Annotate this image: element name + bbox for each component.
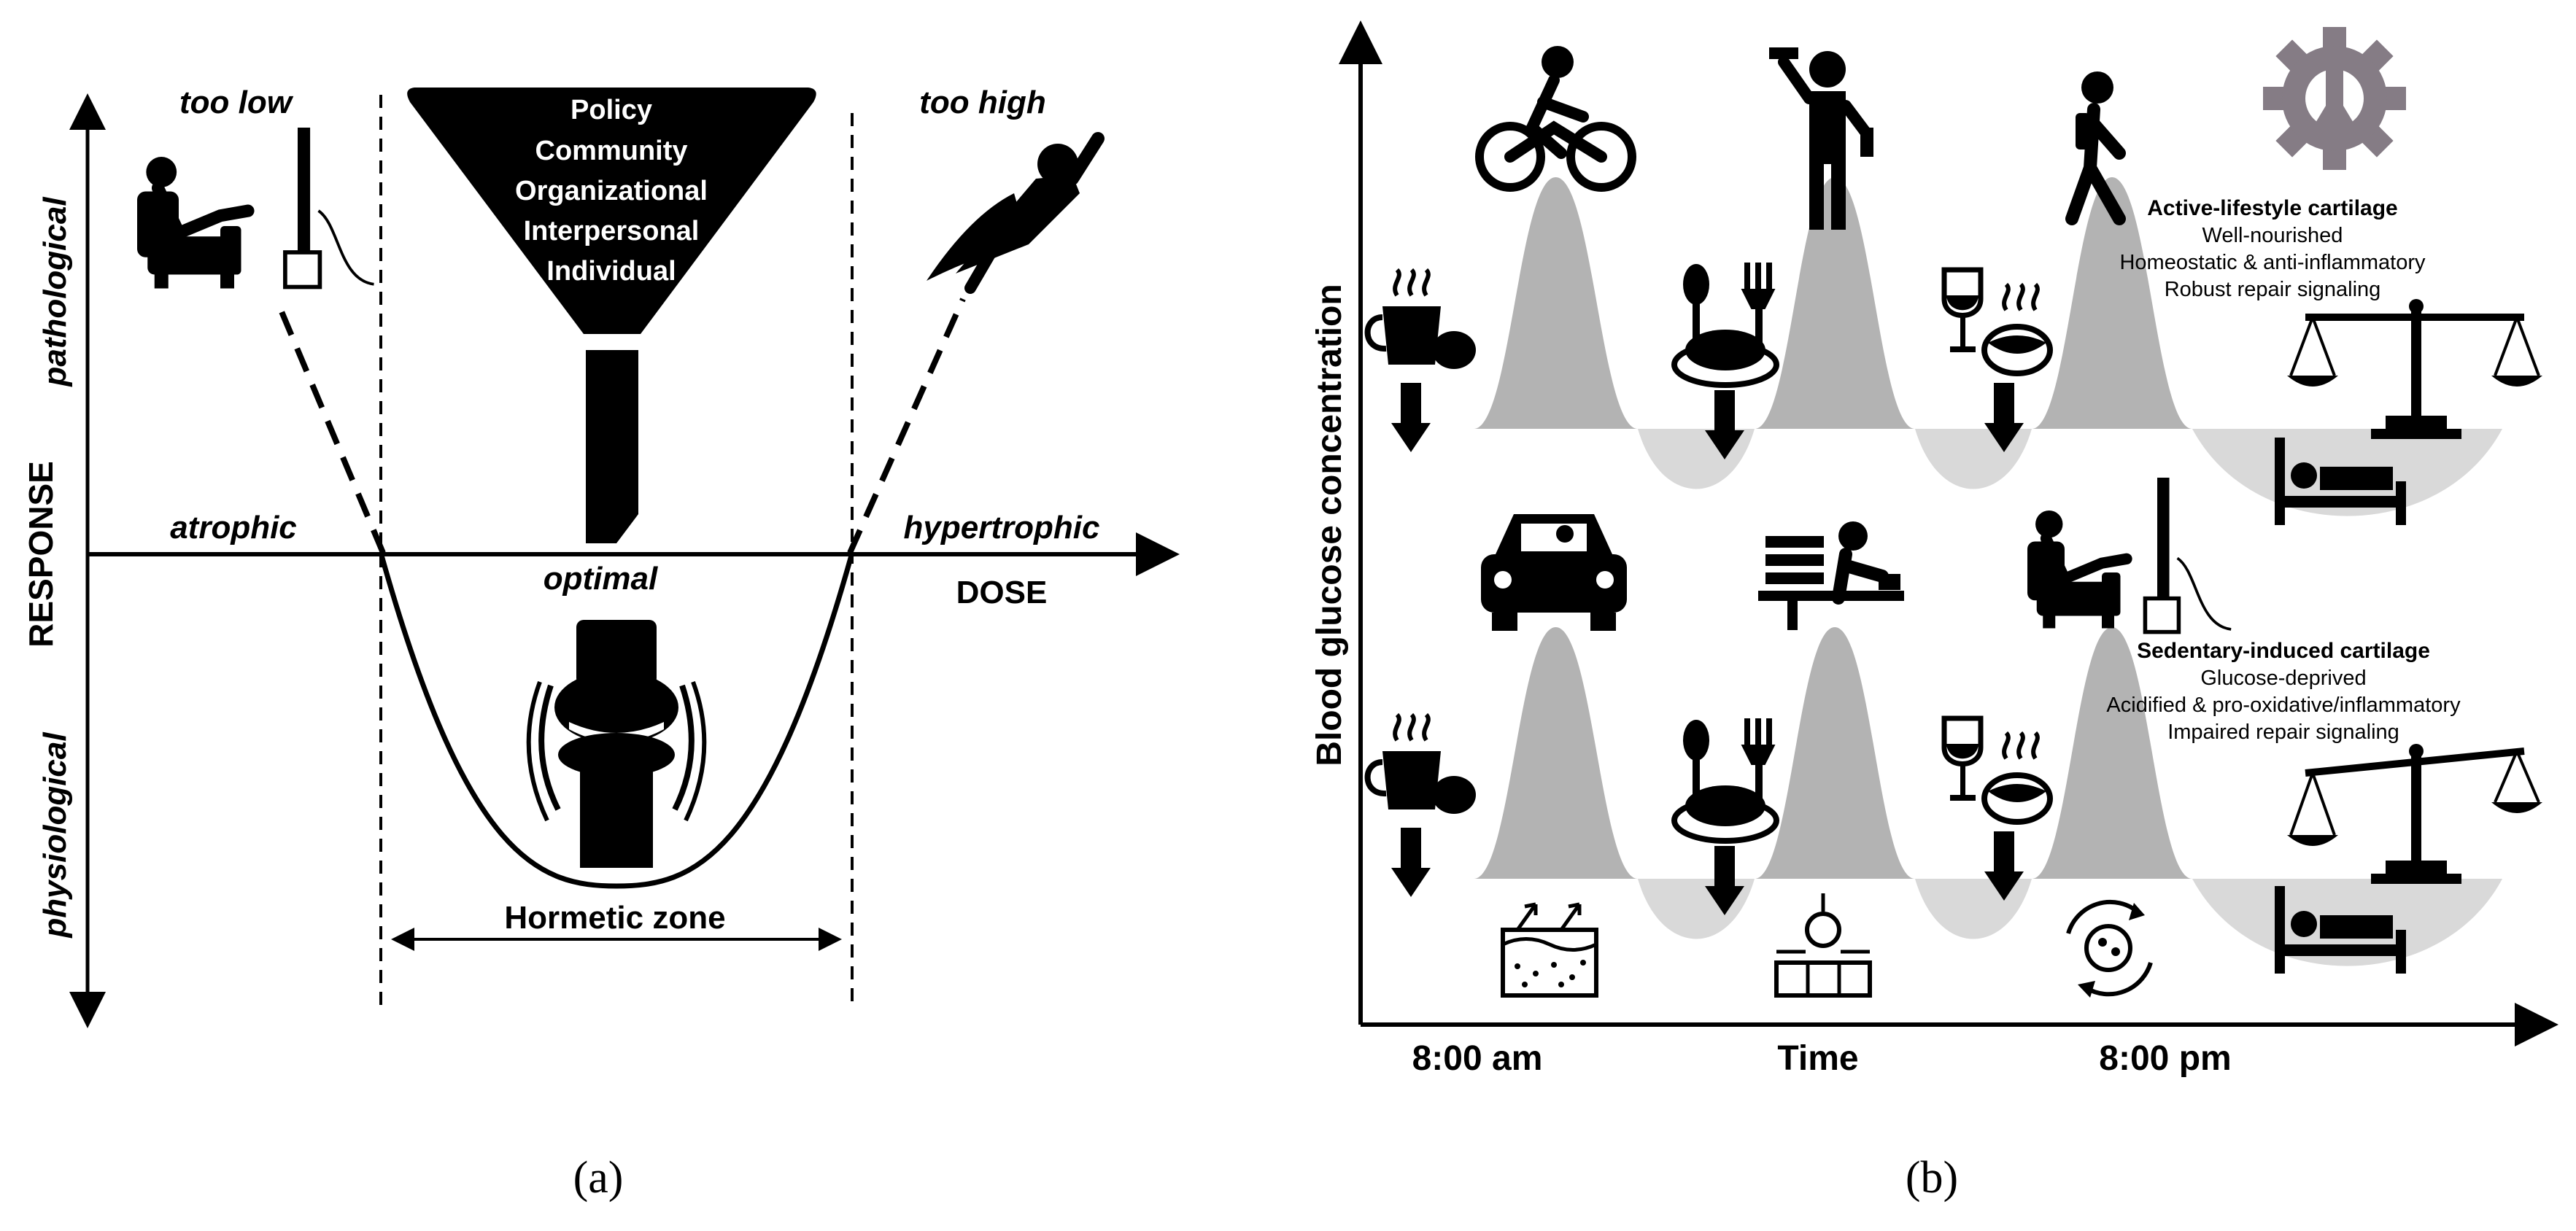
active-title: Active-lifestyle cartilage xyxy=(2147,196,2398,220)
atrophic-label: atrophic xyxy=(170,510,297,545)
glucose-trough xyxy=(1915,879,2032,939)
coffee-breakfast-icon xyxy=(1368,270,1476,452)
car-icon xyxy=(1481,514,1627,631)
balance-scale-icon xyxy=(2287,299,2542,439)
x-tick-evening: 8:00 pm xyxy=(2099,1039,2231,1078)
sedentary-text: Sedentary-induced cartilage Glucose-depr… xyxy=(2106,639,2461,744)
wine-pasta-icon xyxy=(1944,270,2050,452)
funnel-level-interpersonal: Interpersonal xyxy=(524,216,700,246)
hormetic-curve xyxy=(378,552,855,889)
active-lifestyle-text: Active-lifestyle cartilage Well-nourishe… xyxy=(2119,196,2426,301)
caption-a: (a) xyxy=(573,1153,624,1203)
y-lower-label: physiological xyxy=(37,732,73,939)
b-x-axis-title: Time xyxy=(1777,1039,1858,1078)
sedentary-line-1: Glucose-deprived xyxy=(2200,667,2366,690)
high-dose-trend xyxy=(847,298,966,554)
wine-pasta-icon xyxy=(1944,718,2050,901)
funnel-level-individual: Individual xyxy=(546,256,676,287)
sedentary-line-2: Acidified & pro-oxidative/inflammatory xyxy=(2106,694,2461,717)
panel-b: Blood glucose concentration 8:00 am Time… xyxy=(1310,20,2558,1203)
x-tick-morning: 8:00 am xyxy=(1412,1039,1543,1078)
glucose-peak xyxy=(1474,177,1638,429)
too-low-label: too low xyxy=(179,85,294,120)
active-line-2: Homeostatic & anti-inflammatory xyxy=(2119,251,2426,274)
cell-surface-icon xyxy=(1774,893,1872,998)
tissue-layer-icon xyxy=(1501,902,1598,998)
glucose-waves xyxy=(1474,177,2502,966)
hormetic-zone-label: Hormetic zone xyxy=(504,900,725,936)
y-upper-label: pathological xyxy=(37,197,73,387)
funnel-level-community: Community xyxy=(535,136,688,166)
glucose-peak xyxy=(1474,627,1638,879)
cycle-icon xyxy=(2066,899,2153,998)
sedentary-title: Sedentary-induced cartilage xyxy=(2137,639,2430,663)
low-dose-trend xyxy=(278,308,386,554)
funnel-level-organizational: Organizational xyxy=(515,176,708,206)
too-high-label: too high xyxy=(919,85,1046,120)
cyclist-icon xyxy=(1475,46,1636,192)
coffee-breakfast-icon xyxy=(1368,715,1476,897)
optimal-label: optimal xyxy=(544,561,658,597)
superhero-icon xyxy=(927,132,1105,294)
glucose-peak xyxy=(1755,177,1915,429)
gear-icon xyxy=(2263,27,2406,170)
y-axis-title: RESPONSE xyxy=(22,461,60,648)
glucose-peak xyxy=(1755,627,1915,879)
knee-joint-icon xyxy=(526,620,707,868)
glucose-trough xyxy=(1915,429,2032,489)
sedentary-line-3: Impaired repair signaling xyxy=(2167,721,2399,744)
recliner-tv-icon xyxy=(137,128,374,289)
x-axis-title: DOSE xyxy=(956,575,1048,610)
walker-icon xyxy=(2065,71,2126,225)
hypertrophic-label: hypertrophic xyxy=(904,510,1100,545)
active-line-3: Robust repair signaling xyxy=(2165,278,2381,301)
funnel-level-policy: Policy xyxy=(570,95,652,125)
recliner-tv-icon xyxy=(2027,478,2231,632)
glucose-peak xyxy=(2032,177,2192,429)
glucose-peak xyxy=(2032,627,2192,879)
desk-worker-icon xyxy=(1758,521,1904,630)
caption-b: (b) xyxy=(1906,1153,1958,1203)
funnel-levels: Policy Community Organizational Interper… xyxy=(515,95,708,287)
panel-a: too low too high Policy Community Organi… xyxy=(22,85,1180,1203)
balance-scale-icon xyxy=(2287,744,2542,884)
b-y-axis-title: Blood glucose concentration xyxy=(1310,284,1349,766)
funnel-icon xyxy=(407,88,816,543)
active-line-1: Well-nourished xyxy=(2202,224,2343,247)
weightlifter-icon xyxy=(1769,47,1873,230)
